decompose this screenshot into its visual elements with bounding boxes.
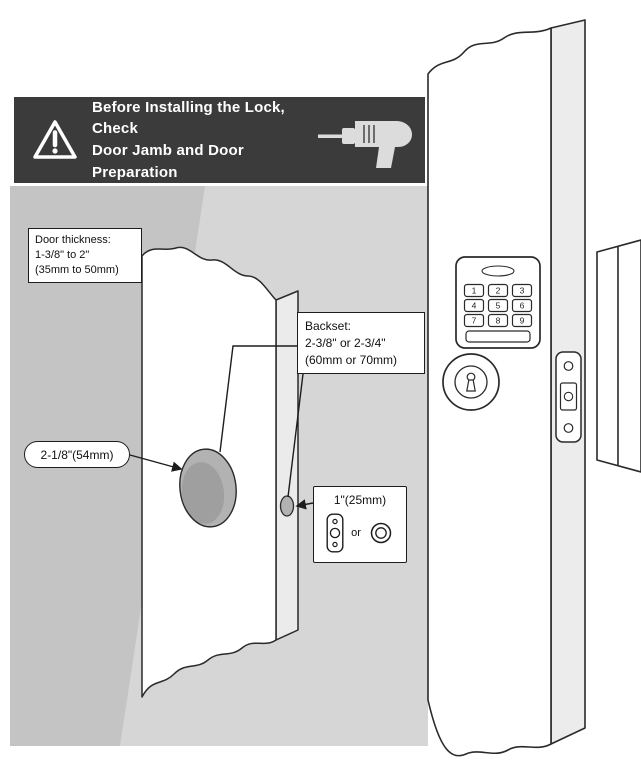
- drive-in-latch-icon: [370, 522, 392, 544]
- bore-hole-shading: [181, 462, 225, 524]
- drill-icon: [317, 109, 417, 171]
- lock-brand-oval: [481, 265, 515, 277]
- latch-screw-top: [563, 361, 574, 371]
- banner-line-2: Door Jamb and Door Preparation: [92, 142, 244, 181]
- keypad-button: [511, 298, 533, 313]
- keypad-lock: [455, 256, 541, 349]
- keypad-button: [463, 313, 485, 328]
- banner-text: Before Installing the Lock, Check Door J…: [92, 97, 317, 184]
- backset-line2: 2-3/8" or 2-3/4": [305, 335, 386, 350]
- door-thickness-line3: (35mm to 50mm): [35, 263, 119, 276]
- keypad-button: [463, 298, 485, 313]
- banner-line-1: Before Installing the Lock, Check: [92, 98, 285, 138]
- backset-line1: Backset:: [305, 319, 352, 333]
- keypad-digit: 2: [496, 286, 501, 296]
- backset-line3: (60mm or 70mm): [305, 352, 398, 367]
- keypad-digits: 1 2 3 4 5 6 7 8 9: [472, 286, 525, 326]
- keypad-lock-bar-button: [465, 330, 531, 343]
- bore-size-arrow: [129, 454, 183, 472]
- keypad-digit: 9: [520, 316, 525, 326]
- deadbolt-cylinder: [442, 353, 500, 411]
- door-thickness-callout: Door thickness: 1-3/8" to 2" (35mm to 50…: [28, 228, 142, 283]
- or-label: or: [351, 527, 361, 539]
- backset-leader-to-edge-hole: [287, 373, 304, 498]
- keypad-digit: 5: [496, 301, 501, 311]
- keypad-digit: 1: [472, 286, 477, 296]
- door-jamb: [596, 239, 641, 473]
- leader-lines: [129, 345, 314, 510]
- backset-callout: Backset: 2-3/8" or 2-3/4" (60mm or 70mm): [297, 312, 425, 375]
- keypad-button: [511, 283, 533, 298]
- latch-options: or: [318, 513, 402, 553]
- keypad-button: [463, 283, 485, 298]
- interior-door-illustration: [141, 246, 299, 698]
- bore-size-label: 2-1/8"(54mm): [40, 447, 114, 462]
- keypad-button: [511, 313, 533, 328]
- keypad-button: [487, 298, 509, 313]
- backset-leader-to-bore: [219, 345, 297, 453]
- keypad-digit: 4: [472, 301, 477, 311]
- cross-bore-callout: 1"(25mm) or: [313, 486, 407, 563]
- keypad-button: [487, 313, 509, 328]
- keypad-digit: 3: [520, 286, 525, 296]
- warning-triangle-icon: [32, 119, 78, 161]
- door-thickness-line1: Door thickness:: [35, 234, 111, 246]
- latch-plate: [555, 351, 582, 443]
- bore-hole: [179, 448, 237, 528]
- keypad-digit: 6: [520, 301, 525, 311]
- keyhole-slot: [466, 379, 476, 392]
- cross-bore-hole: [279, 495, 295, 517]
- bore-size-callout: 2-1/8"(54mm): [24, 441, 130, 468]
- keypad-digit: 7: [472, 316, 477, 326]
- latch-bolt-face: [563, 391, 574, 402]
- warning-banner: Before Installing the Lock, Check Door J…: [14, 97, 425, 183]
- interior-door-edge-face: [275, 290, 299, 641]
- door-thickness-line2: 1-3/8" to 2": [35, 248, 90, 261]
- cross-bore-arrow: [295, 499, 314, 510]
- keypad-button: [487, 283, 509, 298]
- keypad-digit: 8: [496, 316, 501, 326]
- cross-bore-label: 1"(25mm): [333, 493, 387, 507]
- latch-faceplate-icon: [326, 513, 344, 553]
- latch-screw-bottom: [563, 423, 574, 433]
